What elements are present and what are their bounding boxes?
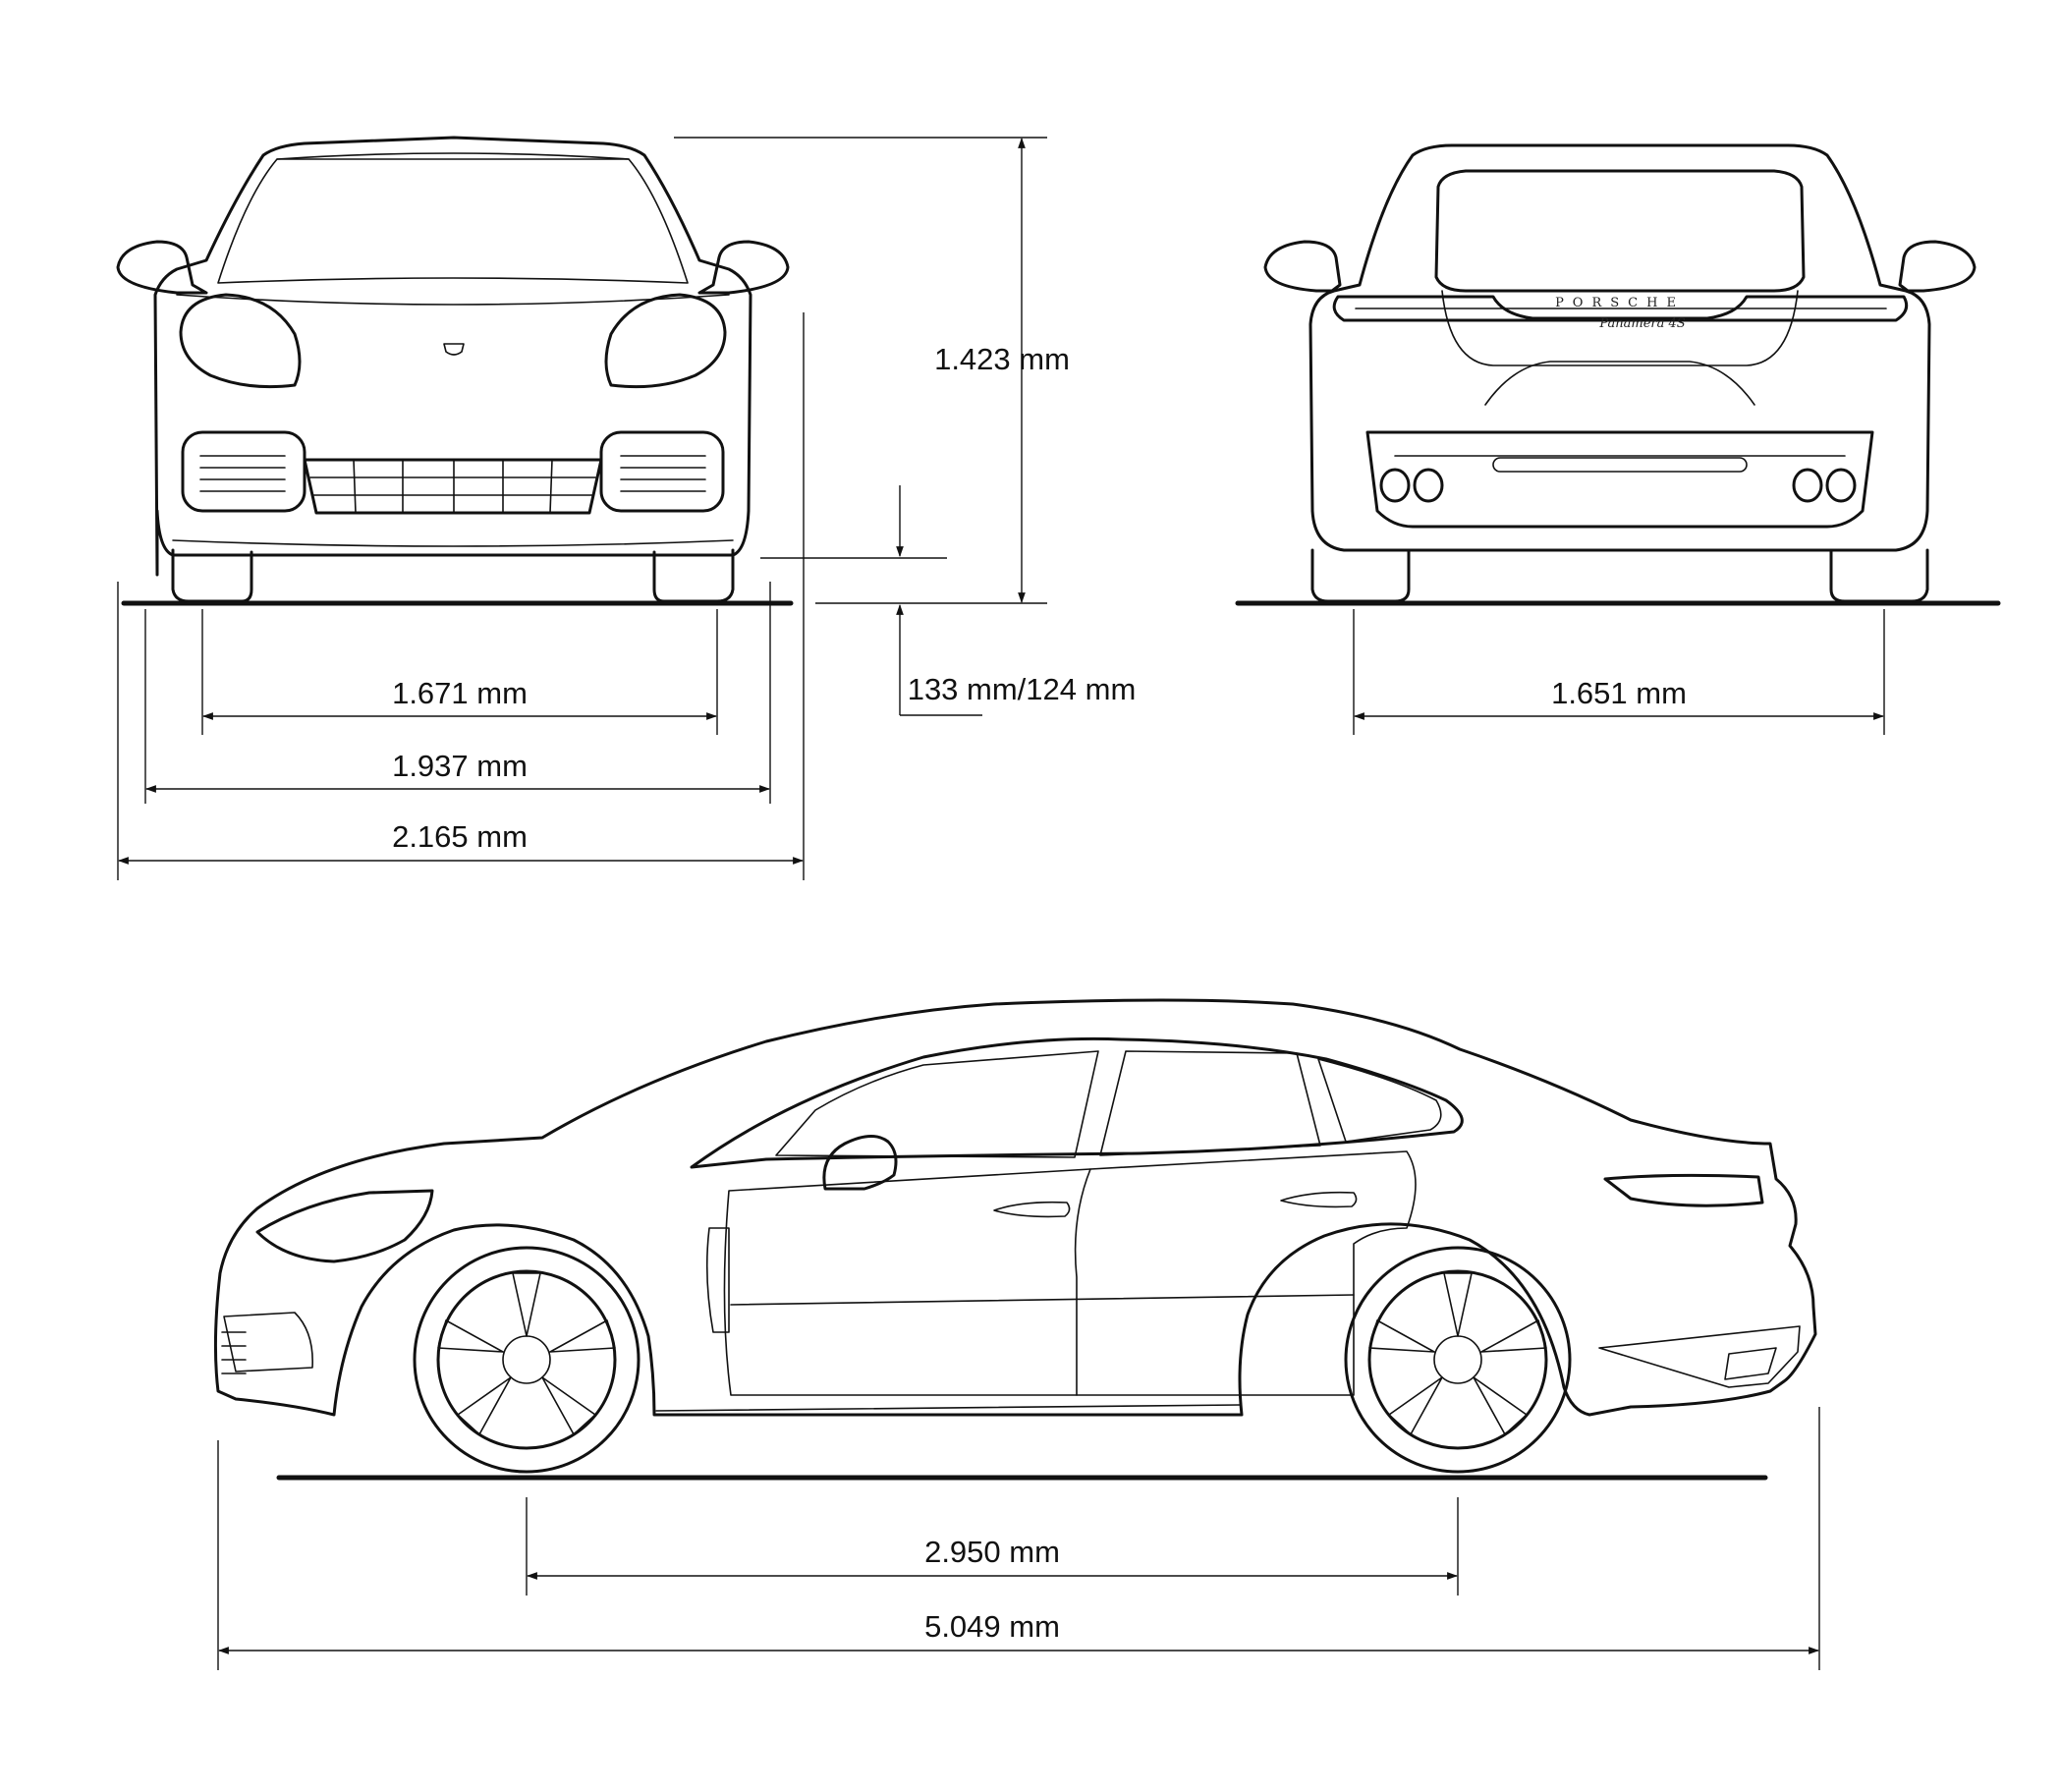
label-front-track: 1.671 mm <box>392 676 528 710</box>
rear-light-bar <box>1332 295 1909 322</box>
front-intake-right <box>599 430 725 513</box>
label-overall-width: 2.165 mm <box>392 819 528 854</box>
side-headlight <box>255 1189 434 1263</box>
side-window-rear <box>1099 1050 1321 1156</box>
exhaust-tip-2 <box>1413 468 1444 503</box>
side-rear-door <box>1076 1150 1417 1396</box>
front-headlight-left <box>179 293 302 389</box>
rear-diffuser <box>1365 430 1874 529</box>
front-crest <box>443 343 465 356</box>
exhaust-tip-3 <box>1792 468 1823 503</box>
label-length: 5.049 mm <box>924 1609 1060 1644</box>
side-window-front <box>775 1050 1099 1158</box>
side-front-door <box>723 1168 1091 1396</box>
rear-wheel-right <box>1829 548 1929 603</box>
label-rear-track: 1.651 mm <box>1551 676 1687 710</box>
side-fender-vent <box>705 1227 730 1333</box>
rear-body-outline <box>1308 143 1931 552</box>
side-wheel-front <box>413 1246 640 1474</box>
rear-mirror-left <box>1263 240 1342 293</box>
rear-model-script: Panamera 4S <box>1598 316 1685 331</box>
rear-mirror-right <box>1898 240 1976 293</box>
front-mirror-left <box>116 240 208 295</box>
label-wheelbase: 2.950 mm <box>924 1535 1060 1569</box>
label-ground-clearance: 133 mm/124 mm <box>908 672 1137 706</box>
side-door-handle-front <box>993 1201 1071 1218</box>
front-body-outline <box>153 136 752 577</box>
exhaust-tip-4 <box>1825 468 1857 503</box>
front-windscreen <box>217 158 689 284</box>
dimension-lines <box>117 137 1885 1670</box>
side-door-handle-rear <box>1280 1191 1358 1208</box>
side-window-quarter <box>1317 1058 1442 1143</box>
dimension-labels: 1.671 mm 1.937 mm 2.165 mm 1.423 mm 133 … <box>392 342 1687 1644</box>
rear-view: PORSCHE Panamera 4S <box>1235 143 2001 606</box>
side-body-outline <box>213 998 1817 1417</box>
front-grille <box>303 458 603 515</box>
rear-brand-lettering: PORSCHE <box>1555 296 1685 310</box>
front-wheel-right <box>652 548 735 603</box>
front-intake-left <box>181 430 306 513</box>
exhaust-tip-1 <box>1379 468 1411 503</box>
side-taillight <box>1603 1173 1764 1207</box>
side-wheel-rear <box>1344 1246 1572 1474</box>
front-view <box>116 136 794 606</box>
front-mirror-right <box>697 240 790 295</box>
rear-window <box>1434 169 1806 293</box>
side-rear-diffuser <box>1598 1325 1801 1388</box>
label-body-width: 1.937 mm <box>392 749 528 783</box>
front-headlight-right <box>604 293 727 389</box>
side-front-intake <box>223 1312 313 1372</box>
front-wheel-left <box>171 548 253 603</box>
label-height: 1.423 mm <box>934 342 1070 376</box>
rear-wheel-left <box>1310 548 1411 603</box>
side-view <box>213 998 1817 1481</box>
